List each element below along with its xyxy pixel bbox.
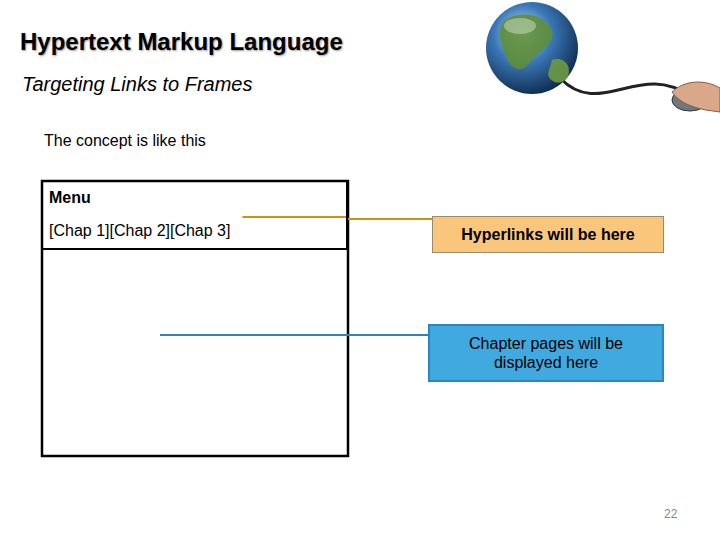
callout-box: Chapter pages will be displayed here — [428, 324, 664, 382]
menu-frame: Menu [Chap 1][Chap 2][Chap 3] — [41, 180, 348, 250]
page-number: 22 — [664, 507, 677, 521]
content-frame — [42, 181, 348, 456]
frame-heading: Menu — [49, 188, 340, 207]
slide-subtitle: Targeting Links to Frames — [22, 73, 252, 96]
leader-connector — [348, 219, 432, 220]
intro-text: The concept is like this — [44, 132, 206, 150]
callout-text: Chapter pages will be displayed here — [438, 334, 654, 372]
globe-picture — [486, 2, 720, 112]
leader-line — [160, 334, 428, 336]
callout-box: Hyperlinks will be here — [432, 216, 664, 253]
slide-title: Hypertext Markup Language — [20, 28, 343, 56]
menu-links: [Chap 1][Chap 2][Chap 3] — [49, 221, 340, 240]
callout-text: Hyperlinks will be here — [439, 225, 657, 244]
leader-line — [242, 216, 348, 218]
